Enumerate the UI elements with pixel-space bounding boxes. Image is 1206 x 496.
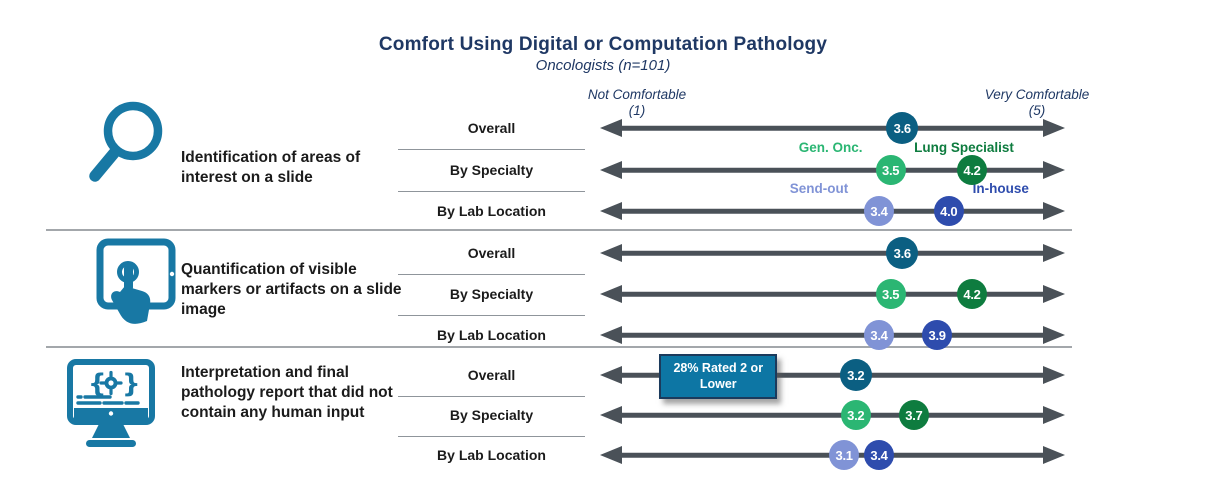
scale-arrow: 3.4 Send-out 4.0 In-house	[600, 181, 1065, 232]
value-dot: 4.2	[957, 279, 987, 309]
axis-min-text: Not Comfortable	[587, 87, 687, 102]
section-title: Interpretation and final pathology repor…	[181, 364, 393, 421]
arrow-left-head	[600, 446, 622, 464]
chart-title: Comfort Using Digital or Computation Pat…	[378, 34, 828, 55]
arrow-line	[616, 125, 1049, 131]
section-title: Quantification of visible markers or art…	[181, 261, 402, 318]
value-dot: 3.5	[875, 279, 906, 309]
section-title: Identification of areas of interest on a…	[181, 149, 361, 186]
arrow-line	[616, 332, 1049, 338]
arrow-line	[616, 250, 1049, 256]
monitor-code-icon: { }	[66, 356, 158, 463]
row-label: By Lab Location	[437, 447, 546, 463]
arrow-right-head	[1043, 446, 1065, 464]
value-dot: 3.6	[886, 237, 919, 269]
arrow-left-head	[600, 326, 622, 344]
scale-arrow: 3.2 3.7	[600, 394, 1065, 436]
arrow-left-head	[600, 244, 622, 262]
arrow-line	[616, 167, 1049, 173]
section-separator	[46, 346, 1072, 348]
arrow-right-head	[1043, 406, 1065, 424]
arrow-right-head	[1043, 326, 1065, 344]
callout-badge: 28% Rated 2 or Lower	[659, 354, 778, 400]
row-label: Overall	[398, 232, 585, 275]
scale-arrow: 3.4 3.9	[600, 314, 1065, 356]
axis-max-label: Very Comfortable (5)	[952, 87, 1122, 119]
arrow-line	[616, 208, 1049, 214]
series-label: Send-out	[789, 181, 849, 196]
arrow-right-head	[1043, 366, 1065, 384]
row-label: By Lab Location	[437, 327, 546, 343]
value-dot: 3.6	[886, 112, 919, 144]
value-dot: 3.2	[839, 359, 872, 391]
arrow-left-head	[600, 119, 622, 137]
series-label: Lung Specialist	[914, 140, 1014, 155]
arrow-line	[616, 412, 1049, 418]
row-label: Overall	[398, 107, 585, 150]
scale-arrow: 3.6	[600, 232, 1065, 274]
series-label: In-house	[972, 181, 1029, 196]
value-dot: 4.0	[933, 196, 964, 226]
arrow-left-head	[600, 285, 622, 303]
row-label: By Lab Location	[437, 203, 546, 219]
arrow-right-head	[1043, 202, 1065, 220]
value-dot: 3.2	[840, 400, 871, 430]
value-dot: 3.5	[875, 155, 906, 185]
axis-min-tick: (1)	[628, 103, 646, 119]
value-dot: 3.4	[864, 196, 894, 226]
row-label: By Specialty	[398, 149, 585, 192]
value-dot: 3.4	[864, 440, 894, 470]
row-label: By Specialty	[398, 394, 585, 437]
value-dot: 3.9	[922, 320, 953, 350]
value-dot: 3.7	[898, 400, 929, 430]
axis-max-tick: (5)	[1028, 103, 1046, 119]
value-dot: 3.1	[829, 440, 860, 470]
arrow-left-head	[600, 366, 622, 384]
series-label: Gen. Onc.	[798, 140, 863, 155]
svg-text:}: }	[122, 369, 141, 399]
scale-arrow: 28% Rated 2 or Lower 3.2	[600, 354, 1065, 400]
arrow-right-head	[1043, 161, 1065, 179]
arrow-right-head	[1043, 244, 1065, 262]
magnifier-icon	[88, 96, 176, 195]
svg-text:{: {	[88, 369, 107, 399]
value-dot: 3.4	[864, 320, 894, 350]
row-label: Overall	[398, 354, 585, 397]
arrow-line	[616, 291, 1049, 297]
axis-max-text: Very Comfortable	[984, 87, 1090, 102]
tablet-touch-icon	[96, 238, 178, 335]
scale-arrow: 3.6	[600, 107, 1065, 149]
arrow-right-head	[1043, 285, 1065, 303]
arrow-left-head	[600, 406, 622, 424]
row-label: By Specialty	[398, 273, 585, 316]
section-separator	[46, 229, 1072, 231]
axis-min-label: Not Comfortable (1)	[552, 87, 722, 119]
chart-subtitle: Oncologists (n=101)	[535, 57, 671, 74]
arrow-left-head	[600, 161, 622, 179]
arrow-right-head	[1043, 119, 1065, 137]
scale-arrow: 3.5 4.2	[600, 273, 1065, 315]
arrow-line	[616, 372, 1049, 378]
arrow-left-head	[600, 202, 622, 220]
value-dot: 4.2	[957, 155, 987, 185]
